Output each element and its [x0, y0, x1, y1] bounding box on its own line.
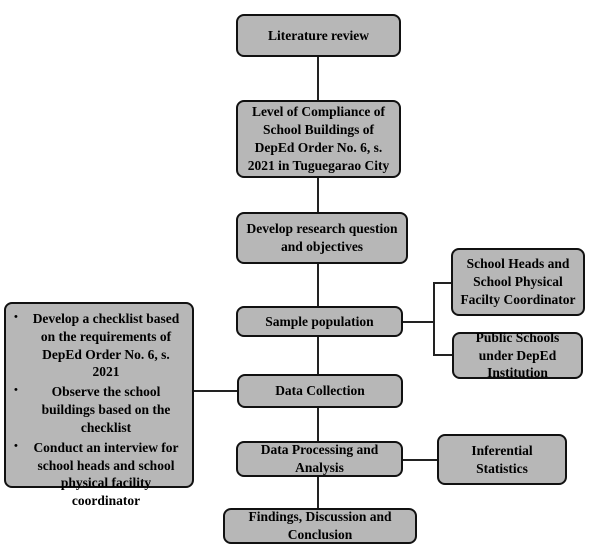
public-schools-box: Public Schools under DepEd Institution: [452, 330, 583, 380]
research-question-box: Develop research question and objectives: [236, 212, 408, 264]
step-observe-buildings: Observe the school buildings based on th…: [14, 383, 182, 436]
findings-box: Findings, Discussion and Conclusion: [223, 508, 417, 544]
compliance-box: Level of Compliance of School Buildings …: [236, 100, 401, 178]
school-heads-box: School Heads and School Physical Facilty…: [451, 248, 585, 316]
connector-sample-to-schools: [433, 322, 452, 356]
step-develop-checklist: Develop a checklist based on the require…: [14, 310, 182, 381]
data-collection-steps-box: Develop a checklist based on the require…: [4, 302, 194, 508]
connector-sample-to-heads: [403, 282, 451, 323]
data-collection-steps-list: Develop a checklist based on the require…: [14, 310, 182, 510]
step-conduct-interview: Conduct an interview for school heads an…: [14, 439, 182, 510]
data-collection-box: Data Collection: [237, 374, 403, 408]
inferential-statistics-box: Inferential Statistics: [437, 434, 567, 485]
data-processing-box: Data Processing and Analysis: [236, 441, 403, 477]
sample-population-box: Sample population: [236, 306, 403, 337]
literature-review-box: Literature review: [236, 14, 401, 57]
